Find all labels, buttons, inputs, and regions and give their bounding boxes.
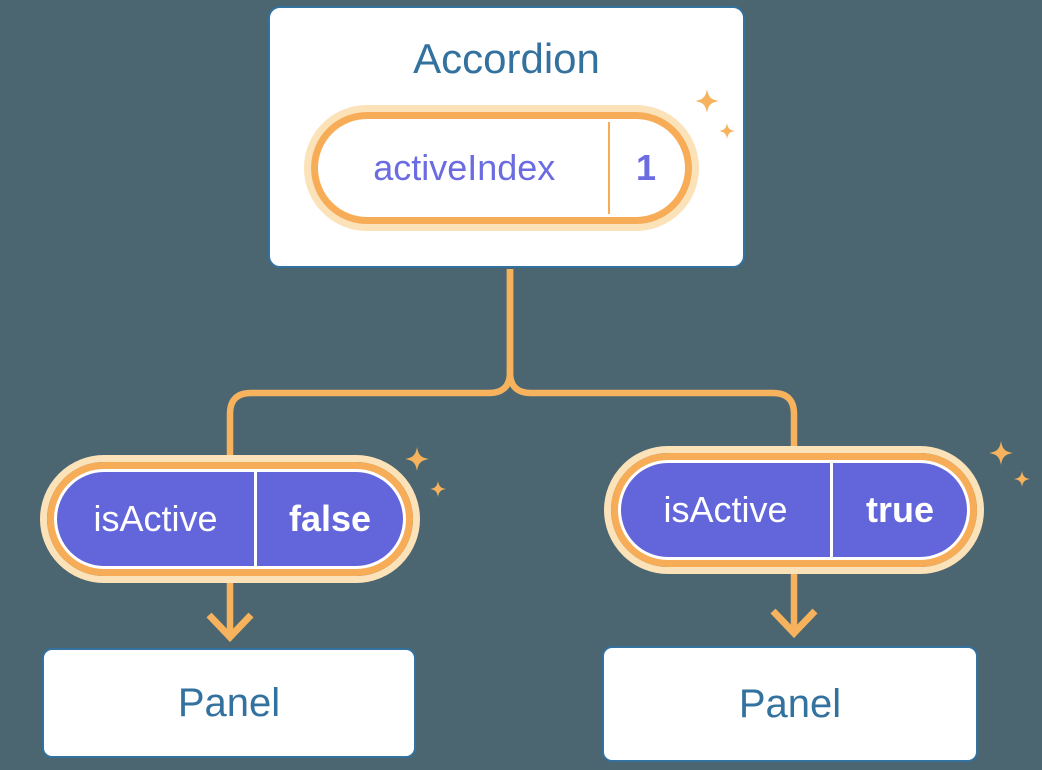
sparkle-icon — [1014, 471, 1030, 487]
prop-pill-body: isActive true — [621, 463, 967, 557]
state-pill-ring: activeIndex 1 — [311, 112, 692, 224]
state-pill-body: activeIndex 1 — [321, 122, 682, 214]
sparkle-icon — [405, 447, 429, 471]
sparkle-icon — [430, 481, 446, 497]
pill-divider — [830, 463, 833, 557]
pill-divider — [607, 122, 610, 214]
state-name-label: activeIndex — [373, 147, 556, 188]
panel-title: Panel — [738, 681, 842, 726]
prop-pill-ring: isActive false — [47, 462, 413, 576]
prop-value-label: false — [288, 498, 372, 539]
prop-value-label: true — [865, 489, 934, 530]
connector-branch-left — [226, 269, 514, 460]
pill-divider — [254, 472, 257, 566]
prop-pill-isactive-true: isActive true — [604, 446, 984, 574]
panel-component-card-left: Panel — [42, 648, 416, 758]
state-pill-activeindex: activeIndex 1 — [304, 105, 699, 231]
connector-branch-right — [506, 269, 798, 452]
prop-name-label: isActive — [93, 498, 218, 539]
prop-pill-isactive-false: isActive false — [40, 455, 420, 583]
panel-component-card-right: Panel — [602, 646, 978, 762]
prop-pill-ring: isActive true — [611, 453, 977, 567]
prop-pill-body: isActive false — [57, 472, 403, 566]
state-value-label: 1 — [635, 147, 657, 188]
arrowhead-left-icon — [206, 612, 254, 643]
prop-name-label: isActive — [663, 489, 788, 530]
accordion-title: Accordion — [413, 35, 600, 82]
panel-title: Panel — [177, 680, 281, 725]
arrowhead-right-icon — [770, 608, 818, 639]
sparkle-icon — [989, 441, 1013, 465]
